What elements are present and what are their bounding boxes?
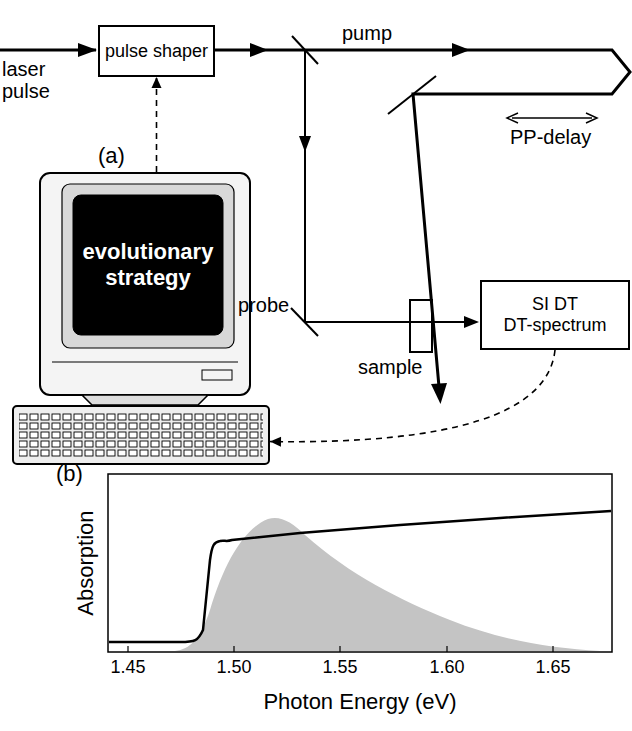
- monitor-detail: [52, 362, 238, 363]
- laser-spectrum: [175, 518, 600, 651]
- pump-beam: [205, 50, 630, 398]
- delay-arrowhead: [507, 113, 518, 123]
- beam-label: pump: [342, 22, 392, 44]
- box-label: SI DT: [532, 294, 578, 315]
- connector-arrowhead: [152, 77, 162, 88]
- tick-label: 1.65: [535, 658, 570, 678]
- panel-label: (b): [56, 462, 83, 486]
- monitor-bezel: [62, 184, 234, 348]
- beam-arrowhead: [431, 383, 447, 404]
- connector-arrowhead: [270, 437, 281, 447]
- plot-frame: [108, 474, 612, 652]
- tick-label: 1.45: [110, 658, 145, 678]
- keyboard-keys: [19, 412, 263, 458]
- mirror: [388, 76, 436, 114]
- mirror: [291, 308, 318, 336]
- beam-label: probe: [238, 294, 289, 316]
- axis-title: Photon Energy (eV): [263, 690, 456, 714]
- detector-box: SI DTDT-spectrum: [480, 280, 630, 350]
- tick-label: 1.60: [429, 658, 464, 678]
- beam-arrowhead: [452, 43, 470, 57]
- absorption-curve: [109, 511, 611, 642]
- axis-title: Absorption: [74, 510, 98, 615]
- box-label: pulse shaper: [105, 41, 208, 62]
- beam-splitter: [292, 36, 318, 64]
- screen-text: evolutionary strategy: [73, 239, 223, 292]
- keyboard: [13, 406, 269, 464]
- delay-label: PP-delay: [510, 126, 591, 148]
- beam-arrowhead: [250, 43, 268, 57]
- delay-arrowhead: [586, 113, 597, 123]
- beam-arrowhead: [299, 136, 311, 152]
- monitor-detail: [202, 370, 232, 380]
- computer: evolutionary strategy: [12, 172, 270, 465]
- feedback-connector: [270, 350, 555, 442]
- beam-label: laser pulse: [2, 58, 60, 102]
- beam-arrowhead: [464, 316, 479, 328]
- monitor-case: [40, 173, 250, 395]
- panel-label: (a): [98, 144, 125, 168]
- tick-label: 1.55: [322, 658, 357, 678]
- beam-arrowhead: [78, 43, 97, 57]
- monitor-stand: [82, 395, 208, 405]
- box-label: DT-spectrum: [503, 315, 606, 336]
- axis-ticks: [128, 646, 553, 652]
- delay-arrow: [512, 117, 592, 119]
- probe-beam: [305, 50, 476, 322]
- tick-label: 1.50: [216, 658, 251, 678]
- screen-area: evolutionary strategy: [73, 195, 223, 335]
- sample-plate: [410, 300, 432, 352]
- computer-illustration: [12, 172, 270, 465]
- monitor-screen: [73, 195, 223, 335]
- feedback-connector: [156, 77, 158, 172]
- pulse-shaper-box: pulse shaper: [98, 25, 215, 77]
- sample-label: sample: [358, 356, 422, 378]
